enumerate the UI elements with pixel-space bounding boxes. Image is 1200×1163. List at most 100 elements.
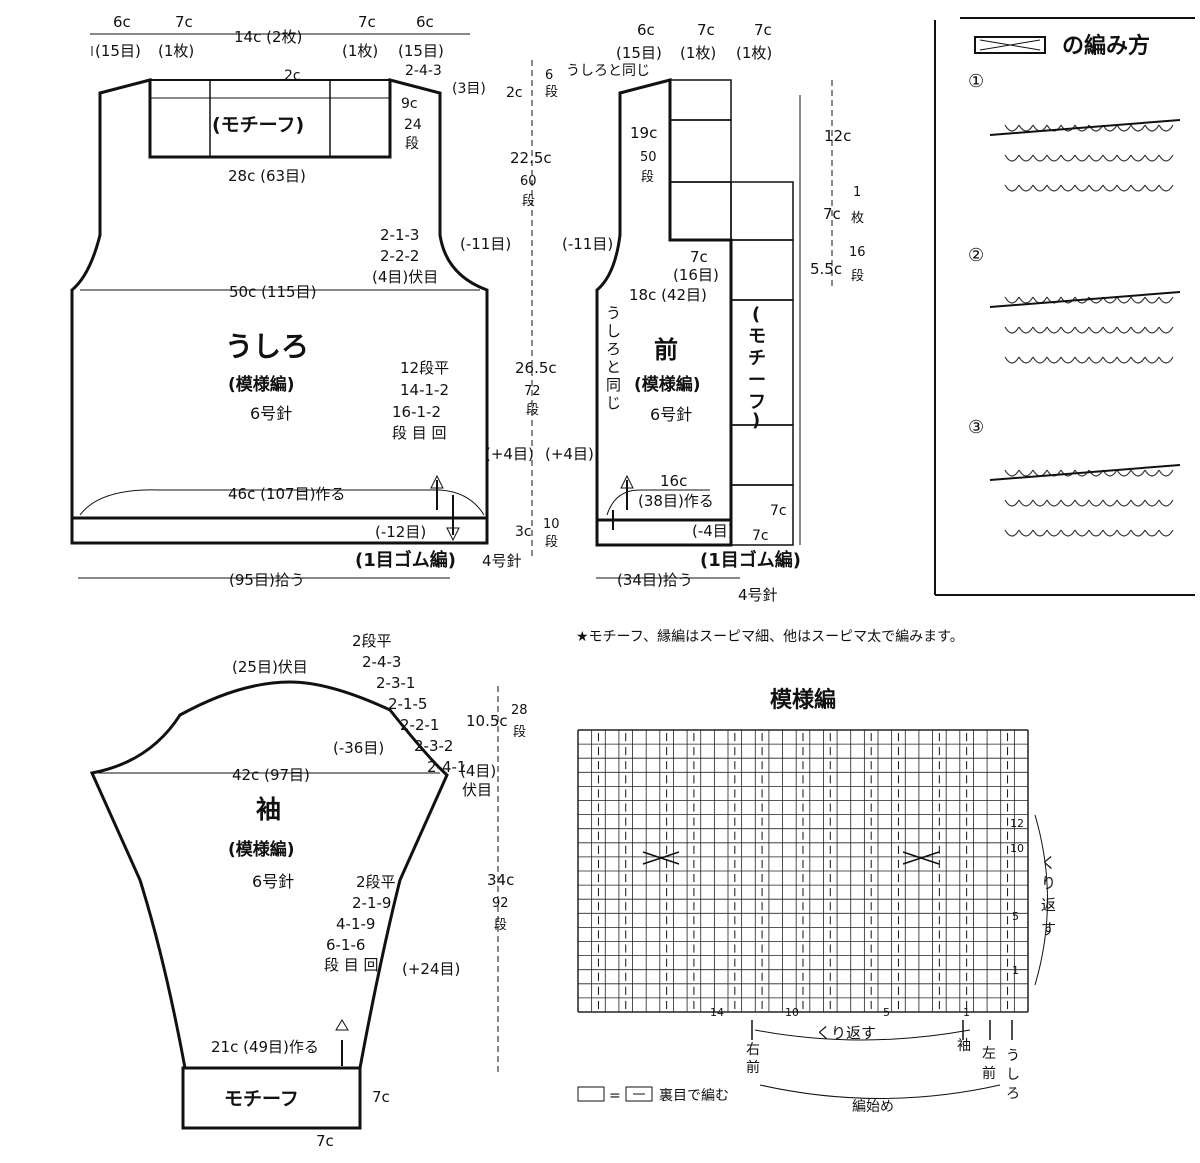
back-top-width-5: 6c [416,13,434,31]
sleeve-side-inc-3: 4-1-9 [336,915,375,933]
howto-stitch [1004,529,1020,537]
chart-cable-cross [902,851,940,865]
chart-row-5: 5 [1012,910,1019,923]
howto-stitch [1130,154,1146,162]
front-cast-on-curve [606,489,710,516]
back-pattern: (模様編) [228,374,295,395]
mark-right-front-1: 右 [746,1042,760,1058]
howto-stitch [1046,469,1062,477]
chart-repeat-v-bracket [1034,814,1048,986]
mark-back-3: ろ [1006,1086,1020,1102]
height-3c: 3c [515,524,532,540]
height-2c: 2c [506,85,523,101]
back-chest-width: 50c (115目) [229,283,316,301]
height-26-5c-rows-num: 72 [524,384,541,399]
front-rib-dec: (-4目) [692,522,734,540]
howto-stitch [1074,529,1090,537]
back-rib-dec: (-12目) [375,523,426,541]
howto-needle-1 [989,119,1181,136]
front-motif-7 [730,424,794,486]
front-motif-v-5: フ [748,392,766,413]
back-neck-2c: 2c [284,68,301,84]
howto-stitch [1046,356,1062,364]
front-pickup: (34目)拾う [617,571,693,589]
howto-cable-x2 [979,39,1041,51]
howto-stitch [1018,184,1034,192]
front-top-width-2: 7c [697,21,715,39]
howto-stitch [1102,326,1118,334]
front-same-v-2: し [606,322,621,340]
howto-stitch [1046,326,1062,334]
front-motif-v-1: ( [752,304,760,325]
back-motif-band [149,79,391,158]
front-motif-vertical: ( モ チ ー フ ) [748,304,766,431]
howto-stitch [1018,356,1034,364]
sleeve-cap-dec-6: 2-3-2 [414,737,453,755]
front-right-1mai-num: 1 [853,185,861,200]
sleeve-title: 袖 [256,795,281,824]
yarn-note: ★モチーフ、縁編はスーピマ細、他はスーピマ太で編みます。 [576,629,964,645]
sleeve-arrow-head [335,1019,349,1031]
back-side-inc-4: 段 目 回 [392,424,447,442]
front-neck-height: 19c [630,124,657,142]
chart-start-bracket [759,1084,1001,1099]
howto-stitch [1088,356,1104,364]
back-motif-rows-num: 24 [404,117,422,133]
front-motif-v-2: モ [748,326,766,347]
back-arrow-up-head [430,474,444,489]
front-motif-8 [730,484,794,546]
sleeve-cast-on: 21c (49目)作る [211,1038,319,1056]
front-rib-label: (1目ゴム編) [700,549,801,571]
howto-stitch [1074,154,1090,162]
howto-stitch [1102,184,1118,192]
back-side-inc-2: 14-1-2 [400,381,449,399]
front-motif-1 [669,79,732,121]
howto-stitch [1158,469,1174,477]
chart-col-1: 1 [963,1006,970,1019]
howto-stitch [1088,326,1104,334]
back-neck-width: 28c (63目) [228,167,306,185]
sleeve-length-rows-unit: 段 [494,918,507,933]
height-26-5c: 26.5c [515,359,557,377]
howto-stitch [1032,326,1048,334]
sleeve-cap-dec-3: 2-3-1 [376,674,415,692]
height-dimensions: 2c 6 段 22.5c 60 段 26.5c 72 段 3c 10 段 [506,68,560,550]
back-piece: 6c 7c 14c (2枚) 7c 6c (15目) (1枚) (1枚) (15… [95,13,534,589]
howto-stitch [1116,529,1132,537]
howto-stitch [1158,124,1174,132]
back-shoulder-dec: 2-4-3 [405,63,442,79]
howto-stitch [1116,469,1132,477]
sleeve-pattern: (模様編) [228,839,295,860]
howto-stitch [1116,184,1132,192]
front-motif-7c-a: 7c [770,503,787,519]
howto-stitch [1004,184,1020,192]
howto-stitch [1018,529,1034,537]
howto-stitch [1046,499,1062,507]
howto-stitch [1130,499,1146,507]
chart-title: 模様編 [770,687,836,713]
front-motif-v-3: チ [748,348,766,369]
howto-stitch [1158,296,1174,304]
height-2c-rows-num: 6 [545,68,553,83]
sleeve-motif-height: 7c [372,1088,390,1106]
back-rib-needle: 4号針 [482,552,522,570]
back-cast-on-curve [79,489,485,516]
front-motif-v-4: ー [748,370,766,391]
sleeve-side-total: (+24目) [402,960,460,978]
howto-step-3: ③ [968,417,984,438]
front-pattern: (模様編) [634,374,701,395]
howto-stitch [1060,184,1076,192]
howto-stitch [1060,296,1076,304]
chart-grid [577,729,1029,1013]
front-top-stitch-1: (15目) [616,44,662,62]
front-top-width-3: 7c [754,21,772,39]
front-right-12c: 12c [824,127,851,145]
back-cast-on: 46c (107目)作る [228,485,345,503]
legend-blank-cell [577,1086,605,1102]
sleeve-side-inc-5: 段 目 回 [324,956,379,974]
howto-stitch [1144,296,1160,304]
sleeve-underarm-1: (4目) [460,762,496,780]
howto-needle-3 [989,464,1181,481]
chart-col-14: 14 [710,1006,724,1019]
